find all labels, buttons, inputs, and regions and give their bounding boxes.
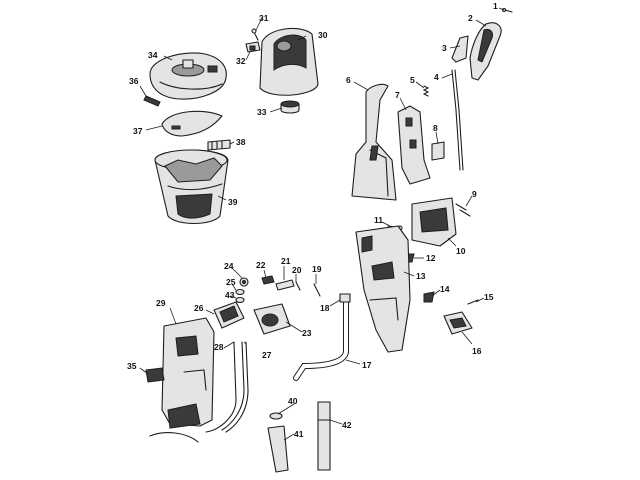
part-19-pin <box>313 283 321 297</box>
callout-6: 6 <box>346 75 351 85</box>
callout-11: 11 <box>374 215 383 225</box>
part-25-washer <box>235 288 245 296</box>
part-42-straight-tube <box>317 401 331 471</box>
part-32-valve <box>245 41 261 53</box>
callout-15: 15 <box>484 292 494 302</box>
part-29-base-frame <box>149 317 215 443</box>
part-36-latch <box>143 95 161 107</box>
callout-22: 22 <box>256 260 266 270</box>
part-2-handle-grip <box>469 22 502 81</box>
part-24-nut <box>239 277 249 287</box>
callout-25: 25 <box>226 277 236 287</box>
callout-39: 39 <box>228 197 238 207</box>
part-43-o-ring <box>235 296 245 304</box>
callout-17: 17 <box>362 360 372 370</box>
part-41-curved-tube <box>267 425 289 473</box>
callout-35: 35 <box>127 361 137 371</box>
callout-10: 10 <box>456 246 466 256</box>
callout-1: 1 <box>493 1 498 11</box>
part-5-spring <box>422 85 430 97</box>
part-9-screws <box>455 203 471 217</box>
part-22-lever <box>261 275 275 285</box>
callout-27: 27 <box>262 350 272 360</box>
callout-7: 7 <box>395 90 400 100</box>
part-3-trigger <box>451 35 469 63</box>
part-17-solution-hose <box>293 297 349 381</box>
callout-2: 2 <box>468 13 473 23</box>
part-31-valve-pin <box>251 28 259 41</box>
callout-14: 14 <box>440 284 450 294</box>
callout-labels: 1 2 3 4 5 6 7 8 9 10 11 12 13 14 15 16 1… <box>127 1 498 439</box>
part-15-screw <box>467 299 479 305</box>
callout-5: 5 <box>410 75 415 85</box>
callout-12: 12 <box>426 253 436 263</box>
callout-9: 9 <box>472 189 477 199</box>
part-14-clip <box>423 291 435 303</box>
part-38-clip <box>207 139 231 151</box>
part-7-hose-wrap <box>397 105 431 185</box>
callout-21: 21 <box>281 256 291 266</box>
part-18-fitting <box>339 293 351 303</box>
part-6-handle-body <box>351 83 397 201</box>
leader-lines <box>139 7 505 441</box>
callout-30: 30 <box>318 30 328 40</box>
callout-40: 40 <box>288 396 298 406</box>
part-30-solution-tank <box>259 27 319 96</box>
callout-34: 34 <box>148 50 158 60</box>
part-21-spring-arm <box>275 279 295 291</box>
callout-18: 18 <box>320 303 330 313</box>
callout-19: 19 <box>312 264 322 274</box>
part-34-tank-lid <box>149 52 227 100</box>
part-10-rear-cover <box>411 197 457 247</box>
callout-28: 28 <box>214 342 224 352</box>
part-8-bracket <box>431 141 445 161</box>
part-39-recovery-tank <box>154 149 229 225</box>
callout-43: 43 <box>225 290 235 300</box>
part-23-pump <box>253 303 291 335</box>
part-20-screw <box>295 281 301 291</box>
callout-13: 13 <box>416 271 426 281</box>
callout-37: 37 <box>133 126 143 136</box>
part-13-main-body <box>355 225 411 353</box>
callout-8: 8 <box>433 123 438 133</box>
callout-4: 4 <box>434 72 439 82</box>
callout-16: 16 <box>472 346 482 356</box>
callout-41: 41 <box>294 429 304 439</box>
callout-24: 24 <box>224 261 234 271</box>
callout-20: 20 <box>292 265 302 275</box>
callout-38: 38 <box>236 137 246 147</box>
callout-33: 33 <box>257 107 267 117</box>
callout-36: 36 <box>129 76 139 86</box>
callout-29: 29 <box>156 298 166 308</box>
callout-23: 23 <box>302 328 312 338</box>
part-26-motor <box>213 301 245 329</box>
part-16-nozzle <box>443 311 473 335</box>
callout-42: 42 <box>342 420 352 430</box>
part-35-latch <box>145 367 165 383</box>
part-1-screw <box>501 7 513 13</box>
part-28-hose <box>205 341 237 433</box>
part-33-tank-cap <box>280 100 300 114</box>
part-27-hose <box>221 341 249 433</box>
part-4-actuator-rod <box>451 69 464 171</box>
part-37-filter-plate <box>161 110 223 137</box>
callout-32: 32 <box>236 56 246 66</box>
callout-26: 26 <box>194 303 204 313</box>
callout-3: 3 <box>442 43 447 53</box>
callout-31: 31 <box>259 13 269 23</box>
